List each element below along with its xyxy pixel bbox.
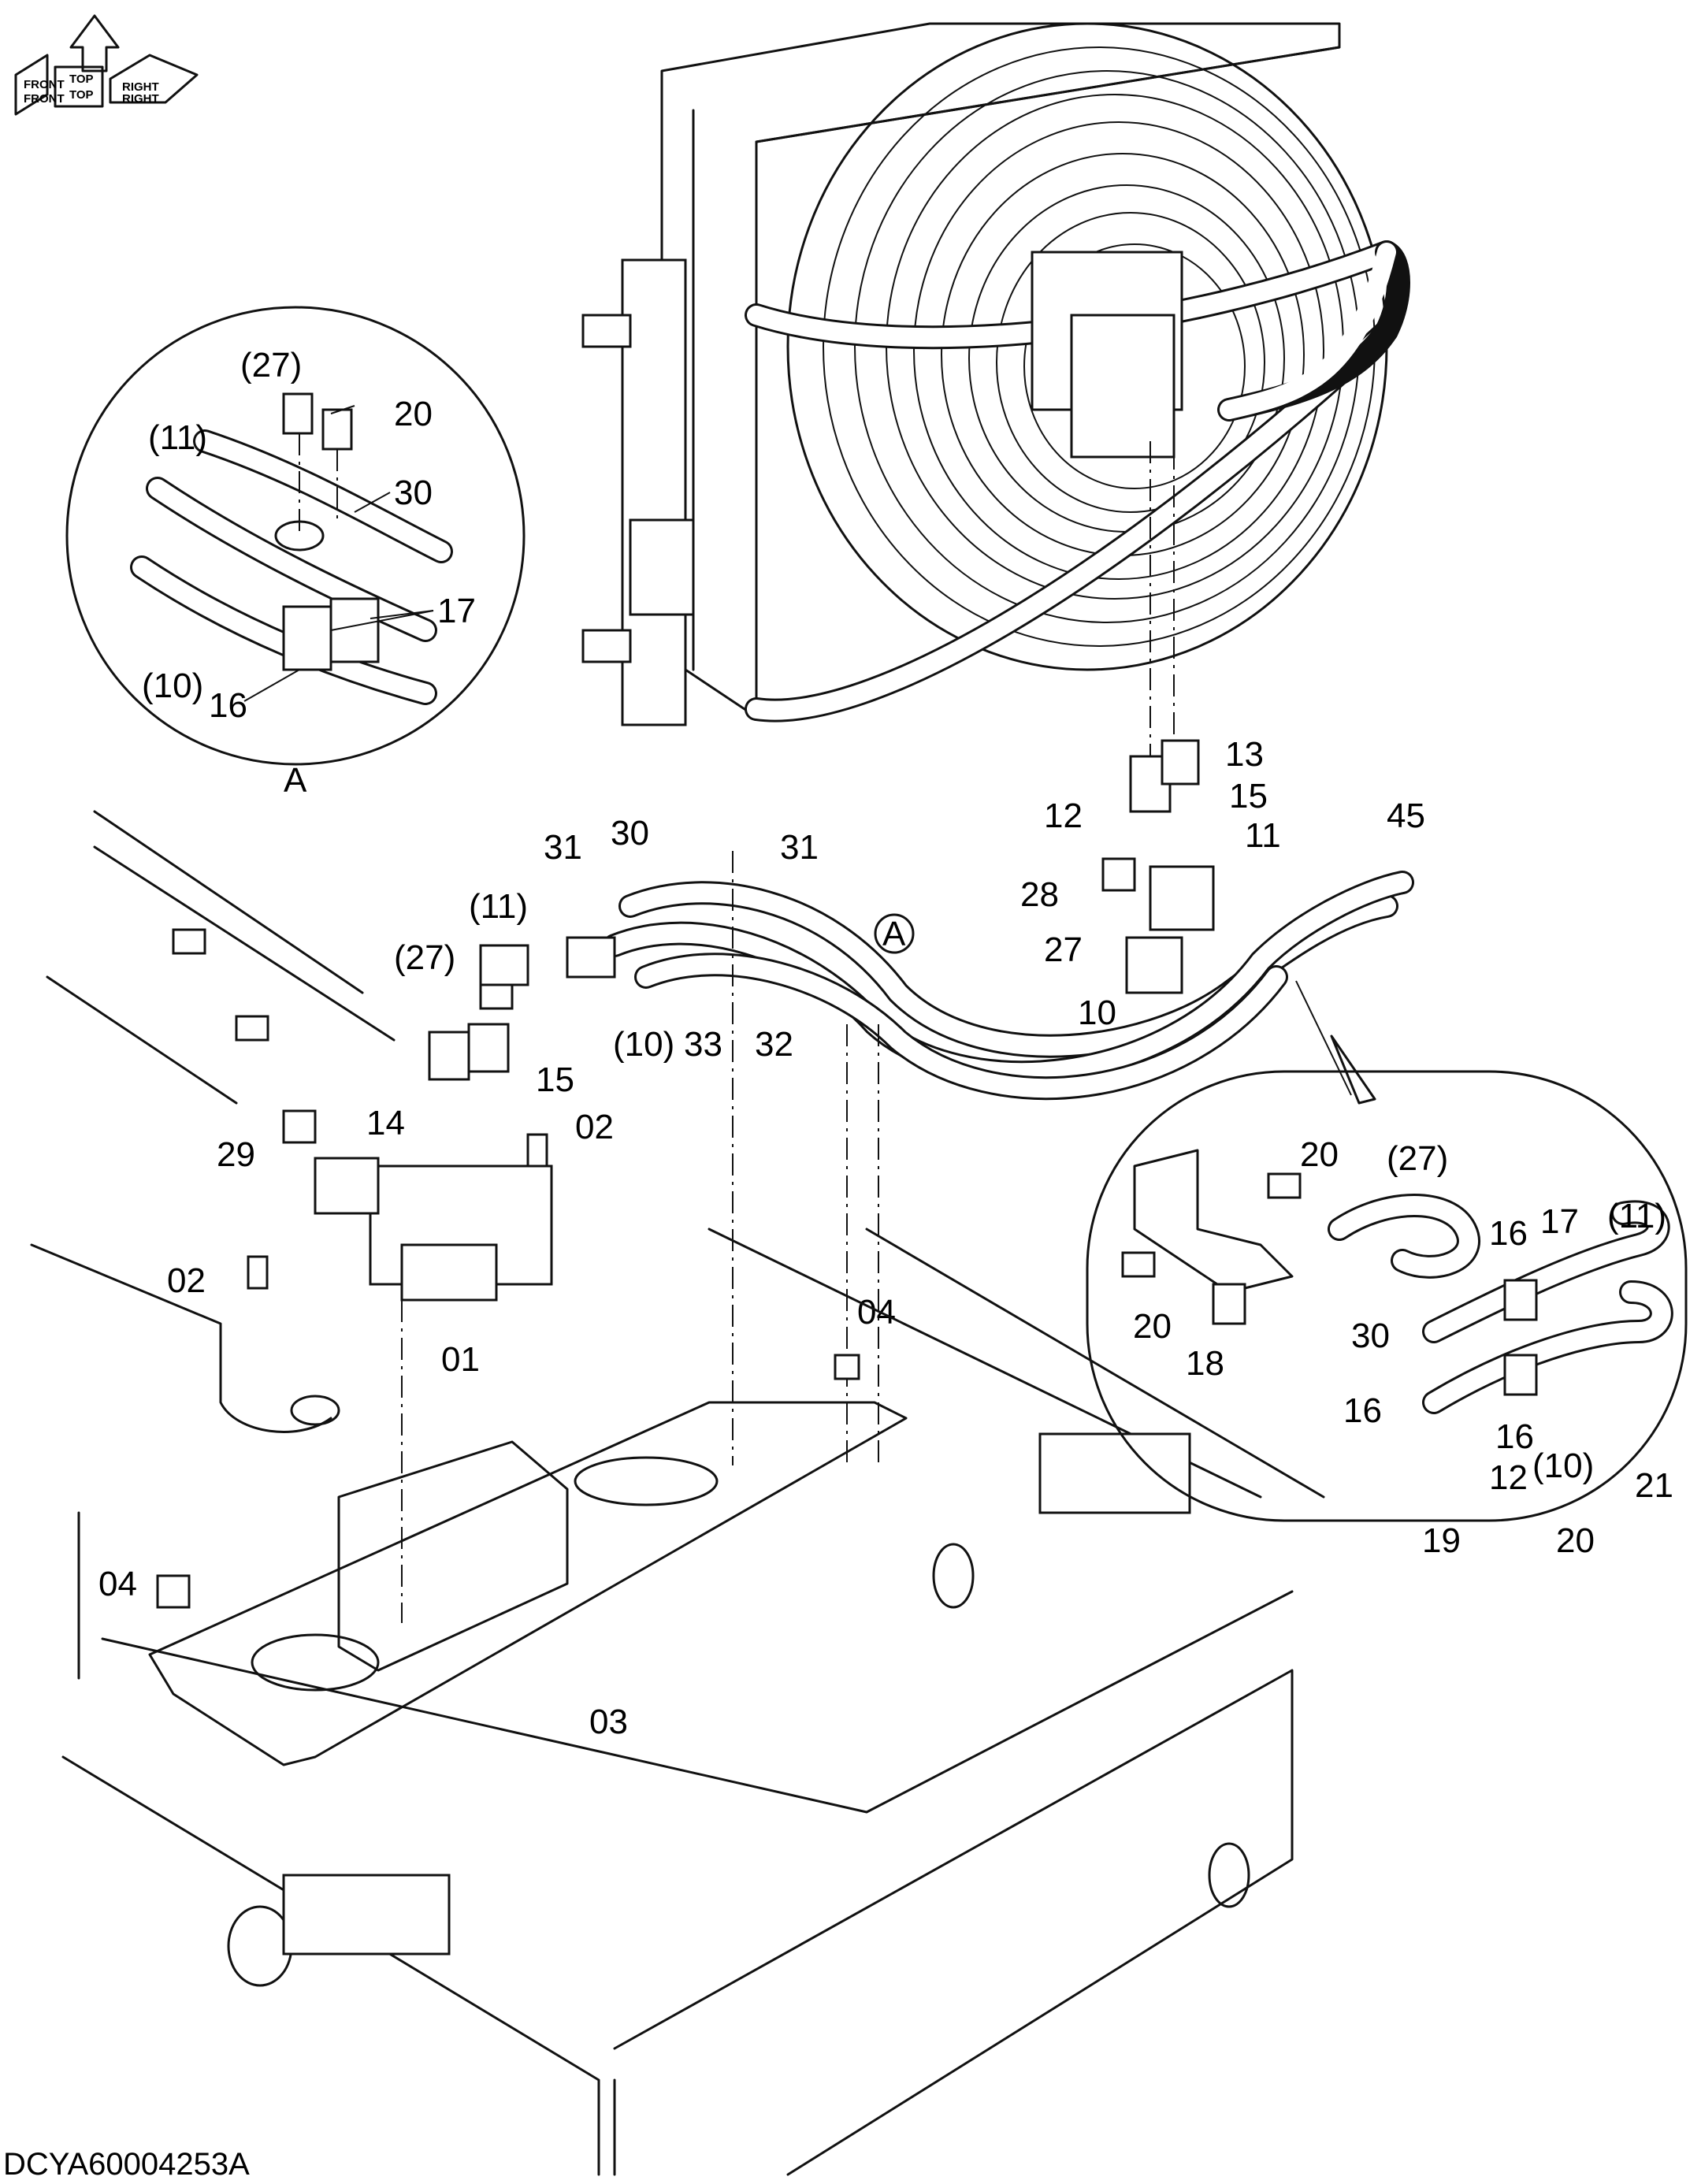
label-45: 45 bbox=[1387, 797, 1425, 835]
drawing-code: DCYA60004253A bbox=[3, 2147, 250, 2182]
label-01: 01 bbox=[441, 1340, 480, 1379]
label-04: 04 bbox=[98, 1565, 137, 1603]
label-10: (10) bbox=[613, 1025, 674, 1064]
label-16: 16 bbox=[209, 686, 247, 725]
label-15: 15 bbox=[536, 1060, 574, 1099]
label-11: (11) bbox=[148, 418, 207, 457]
label-31: 31 bbox=[780, 828, 819, 867]
label-20: 20 bbox=[1300, 1135, 1339, 1174]
mounting-plate: 04 04 03 bbox=[98, 1293, 908, 1766]
label-11: (11) bbox=[1607, 1197, 1666, 1235]
cooler-fittings: 13 12 15 45 11 28 27 10 bbox=[1020, 735, 1425, 1032]
label-31: 31 bbox=[544, 828, 582, 867]
label-04: 04 bbox=[857, 1293, 896, 1332]
label-32: 32 bbox=[755, 1025, 793, 1064]
valve-block: 31 30 31 (11) (27) 32 33 (10) 15 14 02 2… bbox=[167, 814, 879, 1623]
label-27: (27) bbox=[240, 346, 302, 384]
right-label: RIGHT bbox=[122, 80, 159, 94]
detail-a-letter: A bbox=[284, 761, 307, 800]
label-27: (27) bbox=[394, 938, 455, 977]
label-20: 20 bbox=[1133, 1307, 1172, 1346]
machine-frame bbox=[30, 810, 1325, 2176]
label-29: 29 bbox=[217, 1135, 255, 1174]
label-03: 03 bbox=[589, 1703, 628, 1741]
label-13: 13 bbox=[1225, 735, 1264, 774]
detail-clamp-view: 20 (27) 16 17 (11) 20 18 30 16 16 (10) 1… bbox=[1086, 980, 1688, 1560]
label-12: 12 bbox=[1489, 1458, 1528, 1497]
callout-a-letter: A bbox=[882, 915, 906, 953]
label-21: 21 bbox=[1635, 1466, 1673, 1505]
label-20: 20 bbox=[1556, 1521, 1595, 1560]
label-11: 11 bbox=[1245, 816, 1281, 855]
label-15: 15 bbox=[1229, 777, 1268, 815]
label-17: 17 bbox=[1540, 1202, 1579, 1241]
label-30: 30 bbox=[611, 814, 649, 852]
label-16: 16 bbox=[1495, 1417, 1534, 1456]
label-14: 14 bbox=[366, 1104, 405, 1142]
label-02: 02 bbox=[575, 1108, 614, 1146]
label-16: 16 bbox=[1343, 1391, 1382, 1430]
label-27: (27) bbox=[1387, 1139, 1448, 1178]
top-label: TOP bbox=[69, 72, 94, 86]
label-28: 28 bbox=[1020, 875, 1059, 914]
front-label: FRONT bbox=[24, 78, 65, 91]
detail-a-view: (27) 20 (11) 30 17 (10) 16 A bbox=[65, 306, 526, 800]
label-27: 27 bbox=[1044, 930, 1083, 969]
label-17: 17 bbox=[437, 592, 476, 630]
orientation-compass-icon: FRONT TOP RIGHT FRONT TOP RIGHT bbox=[14, 14, 199, 116]
label-10: (10) bbox=[1532, 1447, 1594, 1485]
label-19: 19 bbox=[1422, 1521, 1461, 1560]
radiator-fan-assembly bbox=[581, 22, 1410, 756]
label-16: 16 bbox=[1489, 1214, 1528, 1253]
label-30: 30 bbox=[394, 474, 433, 512]
label-18: 18 bbox=[1186, 1344, 1224, 1383]
label-20: 20 bbox=[394, 395, 433, 433]
label-33: 33 bbox=[684, 1025, 722, 1064]
label-11: (11) bbox=[469, 887, 528, 926]
label-10: 10 bbox=[1078, 994, 1116, 1032]
label-12: 12 bbox=[1044, 797, 1083, 835]
hose-runs: A bbox=[603, 871, 1414, 1101]
top-label-mirror: TOP bbox=[69, 88, 94, 102]
right-label-mirror: RIGHT bbox=[122, 92, 159, 106]
front-label-mirror: FRONT bbox=[24, 92, 65, 106]
label-02: 02 bbox=[167, 1261, 206, 1300]
label-30: 30 bbox=[1351, 1317, 1390, 1355]
label-10: (10) bbox=[142, 667, 203, 705]
